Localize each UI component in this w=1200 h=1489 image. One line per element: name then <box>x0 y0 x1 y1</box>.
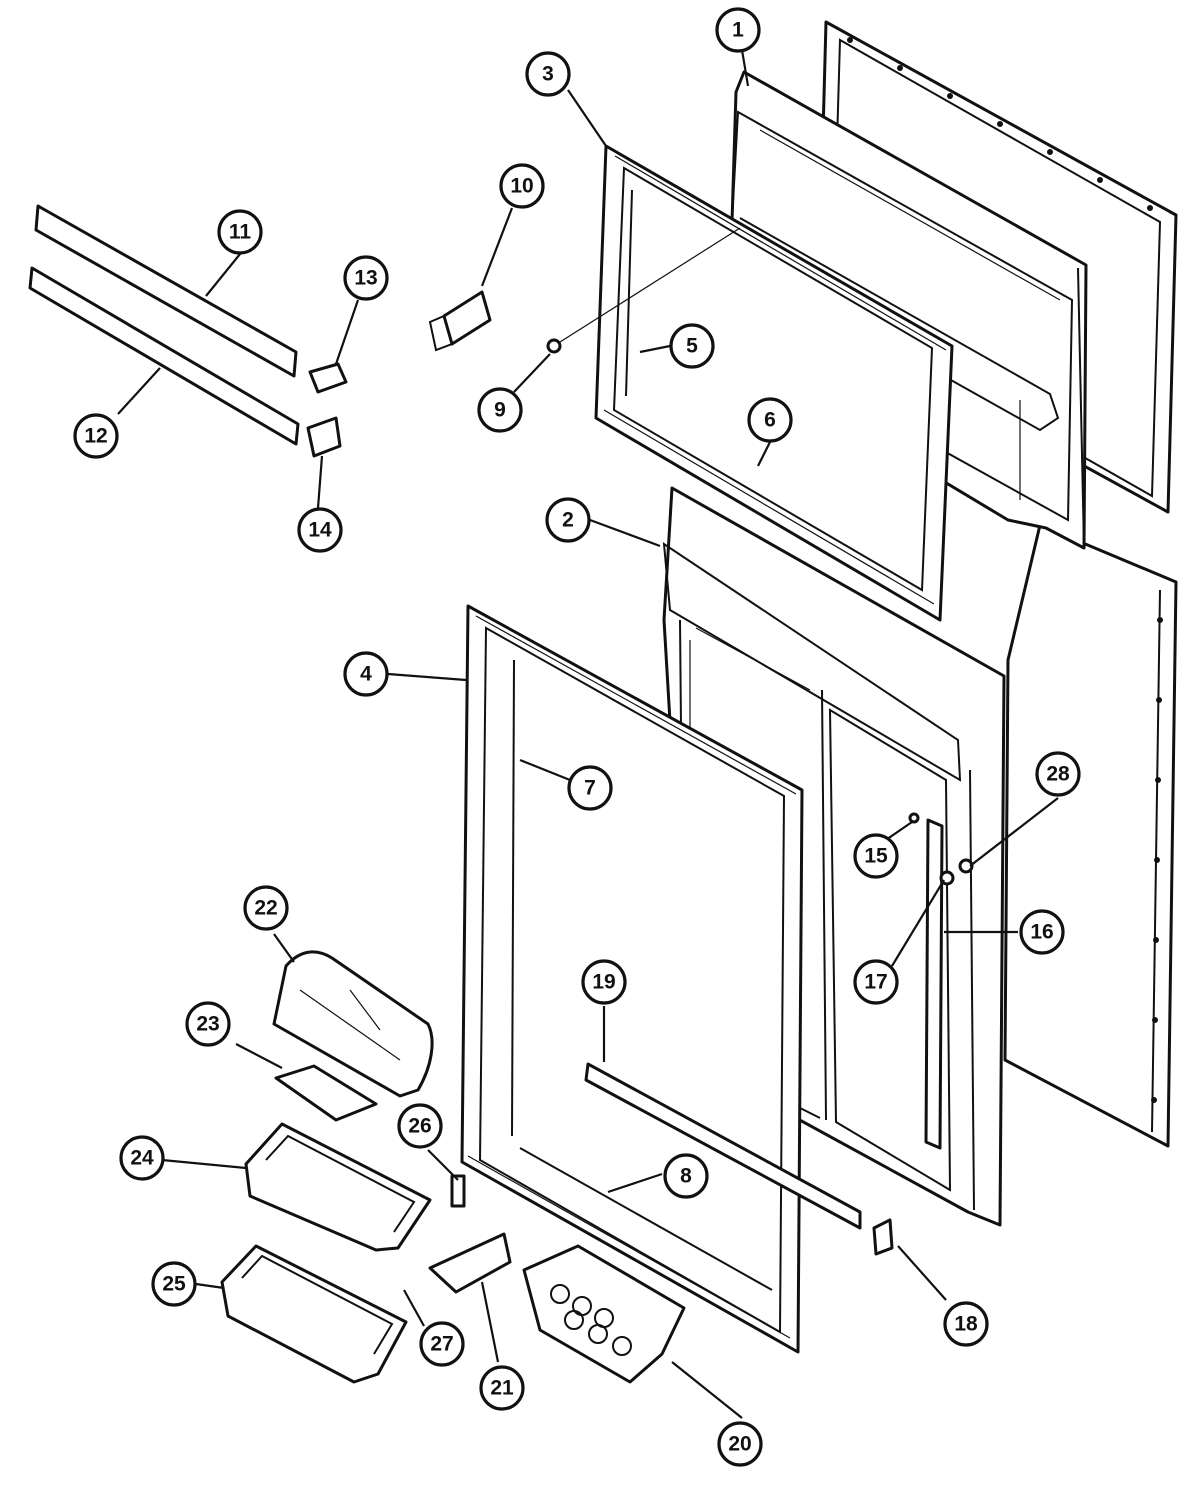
upper-trim-strip <box>34 204 298 378</box>
callout-20: 20 <box>717 1421 763 1467</box>
svg-text:22: 22 <box>254 897 277 920</box>
door-shelf-bar <box>584 1062 862 1230</box>
freezer-door-liner <box>724 70 1088 550</box>
shelf-bar-end-cap <box>872 1218 894 1256</box>
callout-14: 14 <box>297 507 343 553</box>
lower-door-bin <box>220 1244 408 1384</box>
callout-12: 12 <box>73 413 119 459</box>
callout-16: 16 <box>1019 909 1065 955</box>
vertical-shelf-rail <box>924 818 944 1150</box>
svg-text:6: 6 <box>764 409 776 432</box>
fresh-food-door-outer-panel <box>1003 523 1178 1148</box>
svg-text:12: 12 <box>84 425 107 448</box>
svg-text:2: 2 <box>562 509 574 532</box>
svg-text:8: 8 <box>680 1165 692 1188</box>
callout-15: 15 <box>853 833 899 879</box>
svg-text:14: 14 <box>308 519 332 542</box>
callout-7: 7 <box>567 765 613 811</box>
callout-8: 8 <box>663 1153 709 1199</box>
callout-24: 24 <box>119 1135 165 1181</box>
egg-tray <box>522 1244 686 1384</box>
svg-text:23: 23 <box>196 1013 219 1036</box>
callout-13: 13 <box>343 255 389 301</box>
svg-text:28: 28 <box>1046 763 1070 786</box>
dairy-tray <box>274 1064 378 1122</box>
lower-trim-strip <box>28 266 300 446</box>
callout-21: 21 <box>479 1365 525 1411</box>
bin-clip <box>450 1174 466 1208</box>
svg-text:10: 10 <box>510 175 533 198</box>
callout-1: 1 <box>715 7 761 53</box>
callout-4: 4 <box>343 651 389 697</box>
svg-text:26: 26 <box>408 1115 431 1138</box>
svg-text:13: 13 <box>354 267 377 290</box>
lower-end-cap <box>306 416 342 458</box>
screw-plug <box>546 227 741 354</box>
svg-text:16: 16 <box>1030 921 1053 944</box>
svg-text:17: 17 <box>864 971 887 994</box>
callout-19: 19 <box>581 959 627 1005</box>
callout-17: 17 <box>853 959 899 1005</box>
callout-25: 25 <box>151 1261 197 1307</box>
svg-text:1: 1 <box>732 19 744 42</box>
callout-22: 22 <box>243 885 289 931</box>
svg-text:5: 5 <box>686 335 698 358</box>
callout-5: 5 <box>669 323 715 369</box>
svg-text:11: 11 <box>229 221 252 244</box>
callout-9: 9 <box>477 387 523 433</box>
callout-2: 2 <box>545 497 591 543</box>
callout-28: 28 <box>1035 751 1081 797</box>
callout-6: 6 <box>747 397 793 443</box>
freezer-door-gasket <box>594 144 954 622</box>
leader-lines <box>117 49 1059 1419</box>
callout-11: 11 <box>217 209 263 255</box>
svg-text:4: 4 <box>360 663 372 686</box>
svg-text:25: 25 <box>162 1273 186 1296</box>
shelf-bracket <box>428 1232 512 1294</box>
svg-text:24: 24 <box>130 1147 154 1170</box>
callout-26: 26 <box>397 1103 443 1149</box>
callout-18: 18 <box>943 1301 989 1347</box>
upper-end-cap <box>308 362 348 394</box>
upper-door-bin <box>244 1122 432 1252</box>
svg-text:15: 15 <box>864 845 888 868</box>
svg-text:9: 9 <box>494 399 506 422</box>
callout-27: 27 <box>419 1321 465 1367</box>
hinge-cover-clip <box>428 290 492 352</box>
svg-text:3: 3 <box>542 63 554 86</box>
fresh-food-door-gasket <box>460 604 804 1354</box>
dairy-compartment-door <box>272 950 434 1098</box>
svg-text:18: 18 <box>954 1313 978 1336</box>
svg-text:19: 19 <box>592 971 615 994</box>
svg-text:20: 20 <box>728 1433 751 1456</box>
callout-23: 23 <box>185 1001 231 1047</box>
callout-10: 10 <box>499 163 545 209</box>
svg-text:27: 27 <box>430 1333 453 1356</box>
svg-text:21: 21 <box>490 1377 514 1400</box>
callout-3: 3 <box>525 51 571 97</box>
svg-text:7: 7 <box>584 777 596 800</box>
